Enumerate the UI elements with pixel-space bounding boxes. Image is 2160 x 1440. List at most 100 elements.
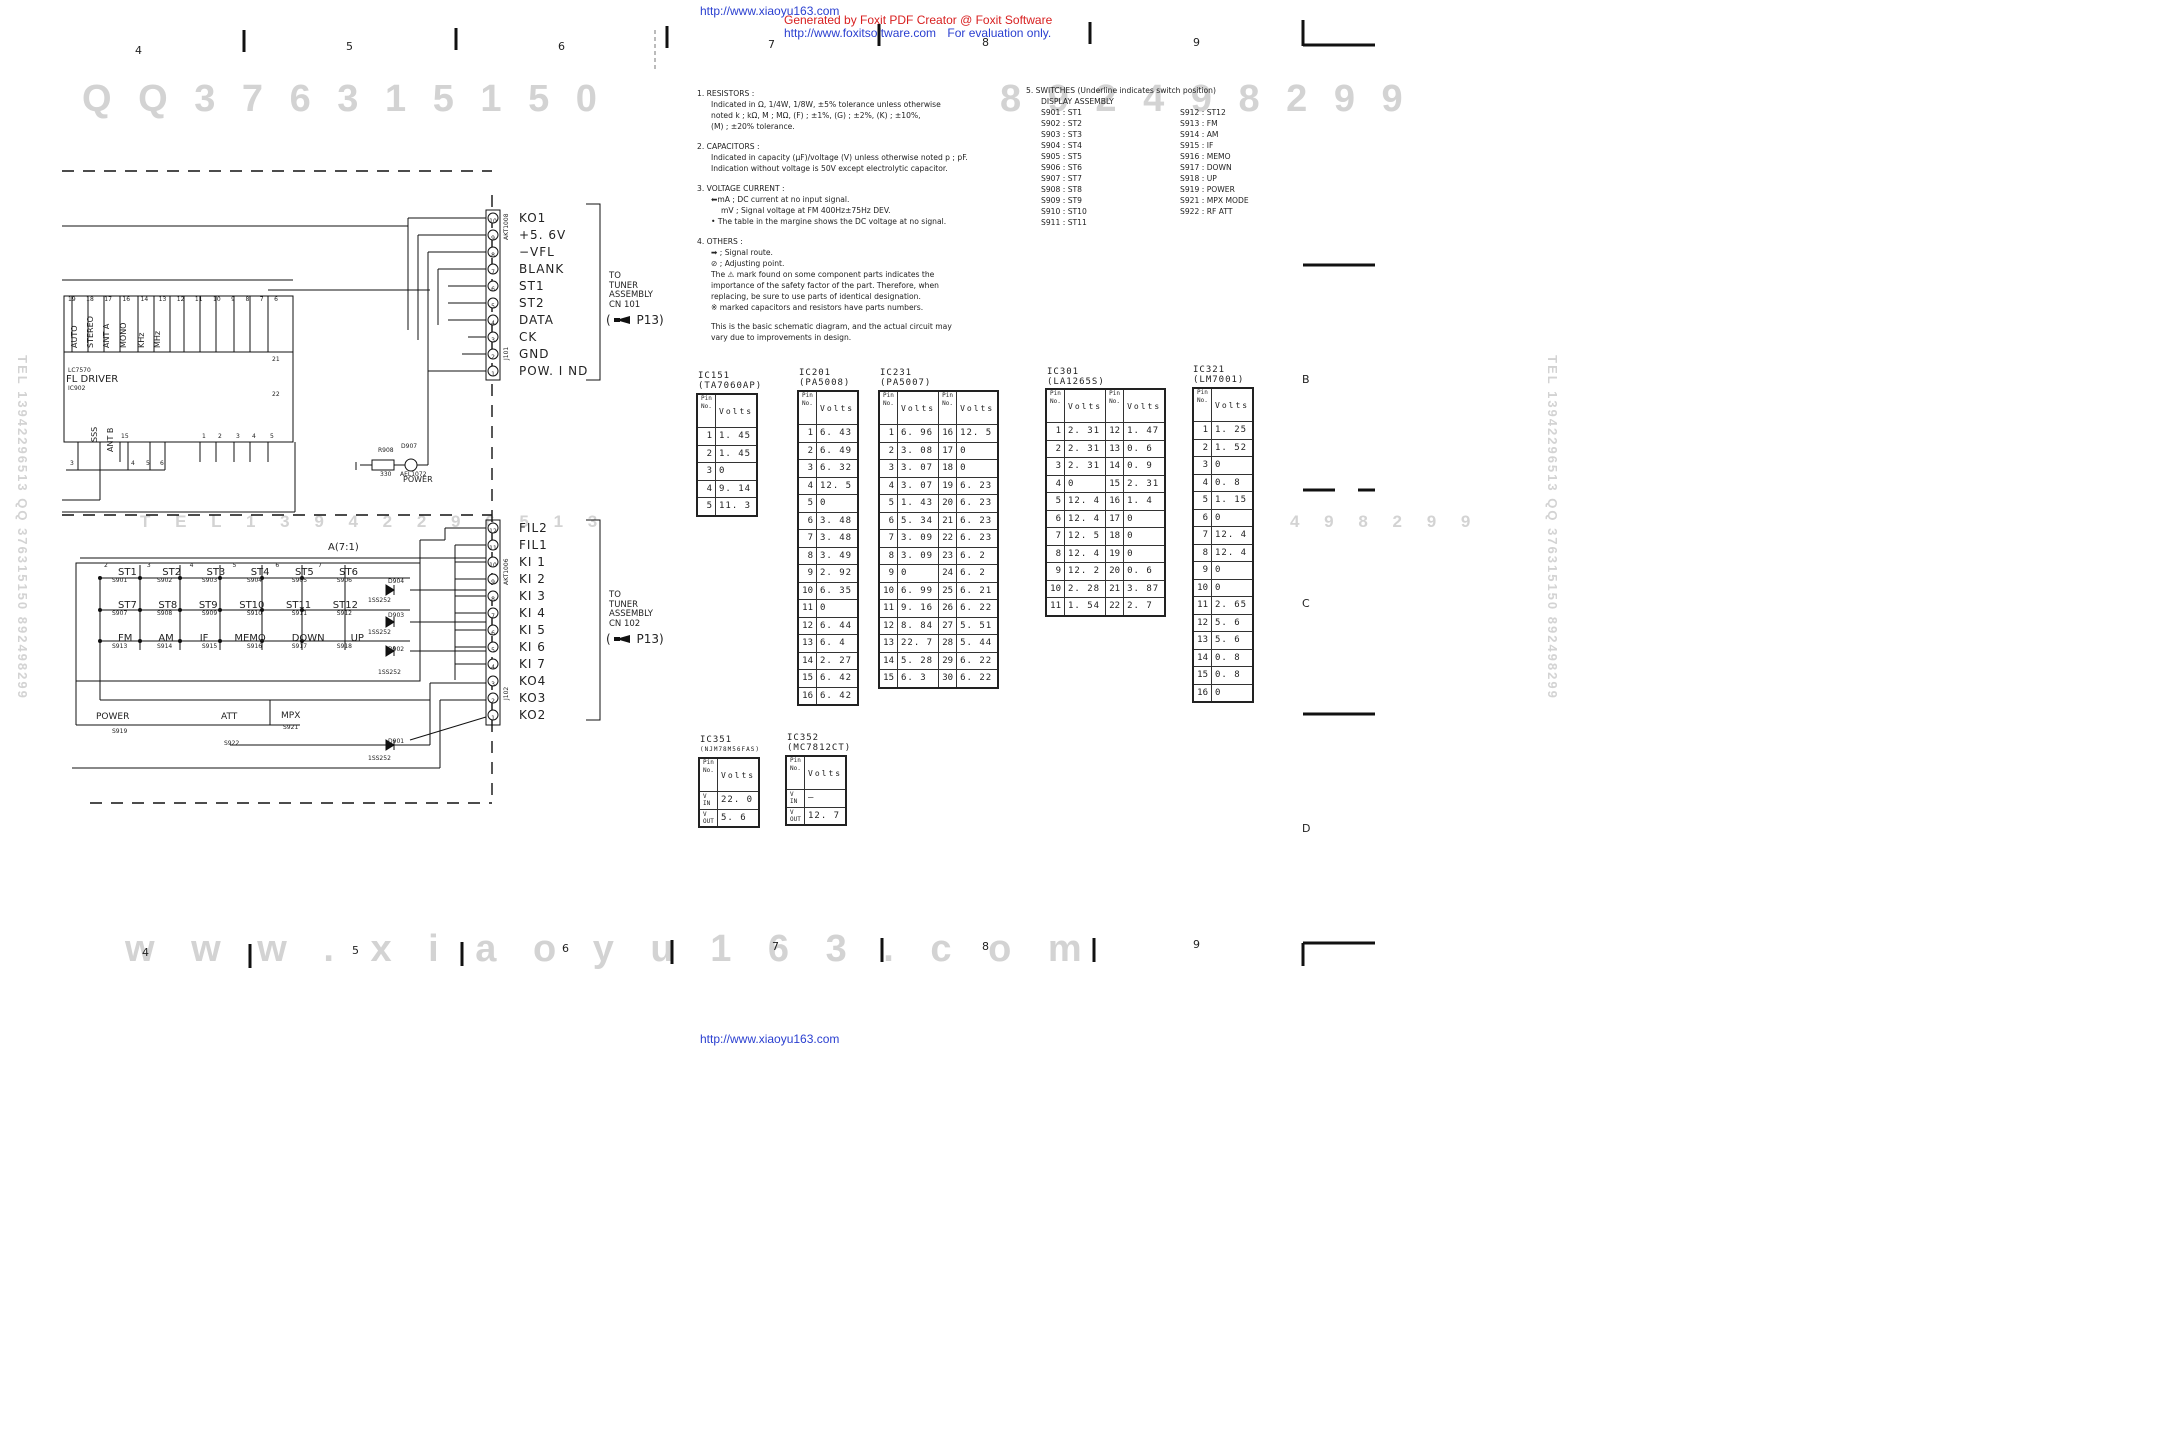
pin-number: 3 bbox=[70, 460, 74, 467]
switch-st6[interactable]: ST6 bbox=[339, 567, 358, 578]
bottom-url[interactable]: http://www.xiaoyu163.com bbox=[700, 1032, 840, 1046]
switch-up[interactable]: UP bbox=[350, 633, 364, 644]
switch-mpx[interactable]: MPX bbox=[281, 711, 301, 721]
pin-cell: 2 bbox=[1045, 439, 1065, 458]
tuner-cn101-ref[interactable]: ( P13) bbox=[606, 313, 664, 327]
switch-entry: S902 : ST2 bbox=[1041, 119, 1082, 128]
switch-fm[interactable]: FM bbox=[118, 633, 133, 644]
switch-st12[interactable]: ST12 bbox=[332, 600, 358, 611]
switch-entry: S905 : ST5 bbox=[1041, 152, 1082, 161]
pin-number: 2 bbox=[218, 433, 222, 440]
ic-name: IC352 bbox=[787, 733, 820, 743]
switch-st5[interactable]: ST5 bbox=[294, 567, 314, 578]
voltage-cell: 6. 23 bbox=[956, 511, 999, 530]
pin-cell: 13 bbox=[797, 634, 817, 653]
node-number: 7 bbox=[318, 562, 322, 569]
note-line: The ⚠ mark found on some component parts… bbox=[711, 270, 935, 279]
switch-memo[interactable]: MEMO bbox=[234, 633, 266, 644]
switch-st1[interactable]: ST1 bbox=[118, 567, 137, 578]
pin-cell: 6 bbox=[878, 511, 898, 530]
pin-cell: 8 bbox=[878, 546, 898, 565]
voltage-cell: 6. 44 bbox=[816, 616, 859, 635]
switch-st4[interactable]: ST4 bbox=[250, 567, 270, 578]
voltage-cell: 6. 49 bbox=[816, 441, 859, 460]
ic151-title: IC151 (TA7060AP) bbox=[698, 371, 762, 391]
pin-number: 12 bbox=[176, 296, 185, 303]
switch-st11[interactable]: ST11 bbox=[285, 600, 312, 611]
foxit-link[interactable]: http://www.foxitsoftware.com bbox=[784, 26, 937, 40]
voltage-cell: 0 bbox=[1211, 508, 1254, 527]
switch-ref: S910 bbox=[246, 610, 263, 617]
switch-down[interactable]: DOWN bbox=[291, 633, 325, 644]
pin-number: 8 bbox=[491, 596, 495, 603]
diode-part: 1SS252 bbox=[368, 597, 391, 604]
pin-cell: 11 bbox=[1045, 597, 1065, 616]
j101-name: J101 bbox=[503, 346, 510, 360]
tuner-cn102-ref[interactable]: ( P13) bbox=[606, 632, 664, 646]
note-line: ⊘ ; Adjusting point. bbox=[711, 259, 785, 268]
top-url[interactable]: http://www.xiaoyu163.com bbox=[700, 4, 840, 18]
voltage-cell: 12. 5 bbox=[1063, 527, 1107, 546]
note-line: ⬅mA ; DC current at no input signal. bbox=[711, 195, 850, 204]
voltage-cell: 5. 6 bbox=[1211, 613, 1254, 632]
ic-part: (MC7812CT) bbox=[787, 743, 852, 753]
pin-cell: 9 bbox=[1045, 562, 1065, 581]
col-num-top: 5 bbox=[346, 40, 353, 53]
switch-ref: S911 bbox=[291, 610, 308, 617]
page-ref[interactable]: P13 bbox=[636, 313, 660, 327]
ic-part: (NJM78M56FAS) bbox=[700, 746, 760, 753]
switch-st2[interactable]: ST2 bbox=[162, 567, 182, 578]
switch-if[interactable]: IF bbox=[199, 633, 209, 644]
pin-cell: 3 bbox=[1045, 457, 1065, 476]
voltage-cell: 1. 4 bbox=[1123, 492, 1166, 511]
switch-st8[interactable]: ST8 bbox=[158, 600, 178, 611]
switch-power[interactable]: POWER bbox=[96, 712, 130, 722]
switch-st3[interactable]: ST3 bbox=[206, 567, 226, 578]
resistor-ref: R908 bbox=[378, 447, 394, 454]
voltage-cell: 0. 8 bbox=[1211, 473, 1254, 492]
pin-cell: 4 bbox=[1045, 474, 1065, 493]
col-num-top: 9 bbox=[1193, 36, 1200, 49]
pin-cell: 3 bbox=[797, 459, 817, 478]
switch-entry: S910 : ST10 bbox=[1041, 207, 1087, 216]
switch-am[interactable]: AM bbox=[158, 633, 174, 644]
switch-st7[interactable]: ST7 bbox=[118, 600, 137, 611]
switch-att[interactable]: ATT bbox=[221, 712, 238, 722]
voltage-cell: 22. 7 bbox=[896, 634, 940, 653]
j102-signal: FIL2 bbox=[519, 521, 548, 535]
page-ref[interactable]: P13 bbox=[636, 632, 660, 646]
fl-pin-numbers: 19 18 17 16 14 13 12 11 10 9 8 7 6 bbox=[68, 296, 278, 303]
note-line: noted k ; kΩ, M ; MΩ, (F) ; ±1%, (G) ; ±… bbox=[711, 111, 921, 120]
pin-cell: 5 bbox=[878, 494, 898, 513]
voltage-cell: 5. 44 bbox=[956, 634, 999, 653]
voltage-cell: 6. 99 bbox=[896, 581, 940, 600]
voltage-cell: 0 bbox=[956, 459, 999, 478]
pin-number: 18 bbox=[86, 296, 94, 303]
voltage-cell: 5. 34 bbox=[896, 511, 940, 530]
pin-number: 3 bbox=[236, 433, 240, 440]
pin-number: 9 bbox=[231, 296, 235, 303]
switch-row-3: FM AM IF MEMO DOWN UP bbox=[118, 633, 364, 644]
j101-pin-numbers: 10 9 8 7 6 5 4 3 2 1 bbox=[489, 213, 497, 383]
watermark-mid2: 4 9 8 2 9 9 bbox=[1290, 512, 1481, 531]
voltage-cell: 0 bbox=[1063, 474, 1107, 493]
table-row: V IN— bbox=[785, 789, 847, 808]
fl-label-auto: AUTO bbox=[70, 325, 79, 348]
switch-st10[interactable]: ST10 bbox=[239, 600, 265, 611]
pin-number: 6 bbox=[491, 286, 495, 293]
switch-st9[interactable]: ST9 bbox=[198, 600, 218, 611]
row-letter: D bbox=[1302, 822, 1311, 835]
